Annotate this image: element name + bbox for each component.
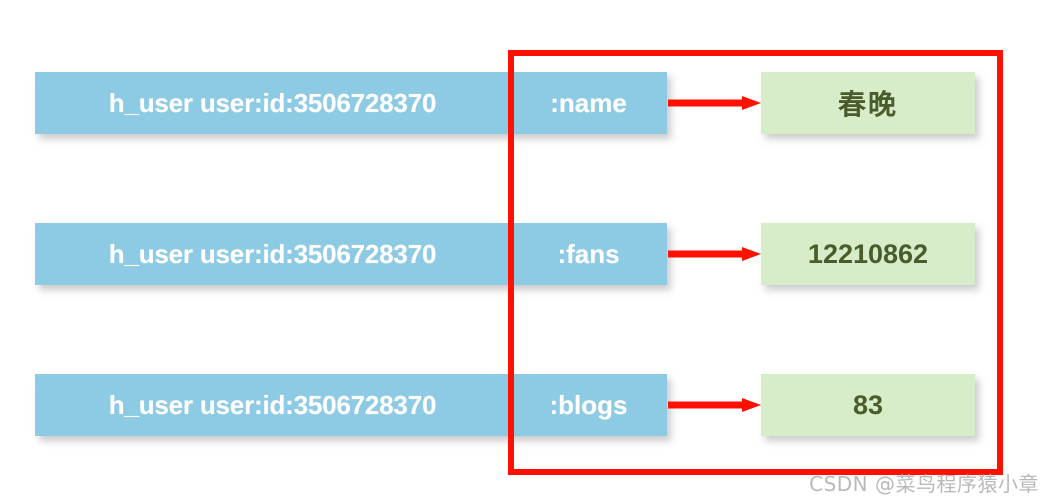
hash-value-label: 12210862 [807,238,929,269]
redis-key-label: h_user user:id:3506728370 [108,238,437,269]
hash-value-box: 春晚 [761,72,975,134]
redis-key-bar: h_user user:id:3506728370 :blogs [35,374,667,436]
hash-value-box: 12210862 [761,223,975,285]
arrow-right-icon [668,96,761,110]
hash-field-label: :blogs [549,389,628,420]
hash-field-label: :fans [557,238,620,269]
redis-key-label: h_user user:id:3506728370 [108,389,437,420]
hash-field-row: h_user user:id:3506728370 :fans 12210862 [0,223,1047,285]
redis-key-label: h_user user:id:3506728370 [108,87,437,118]
hash-value-label: 春晚 [837,88,898,121]
watermark-label: CSDN @菜鸟程序猿小章 [809,472,1039,496]
hash-value-box: 83 [761,374,975,436]
hash-value-label: 83 [852,389,884,420]
redis-key-bar: h_user user:id:3506728370 :fans [35,223,667,285]
arrow-right-icon [668,247,761,261]
hash-field-row: h_user user:id:3506728370 :blogs 83 [0,374,1047,436]
redis-key-bar: h_user user:id:3506728370 :name [35,72,667,134]
hash-field-label: :name [550,87,627,118]
hash-field-row: h_user user:id:3506728370 :name 春晚 [0,72,1047,134]
arrow-right-icon [668,398,761,412]
